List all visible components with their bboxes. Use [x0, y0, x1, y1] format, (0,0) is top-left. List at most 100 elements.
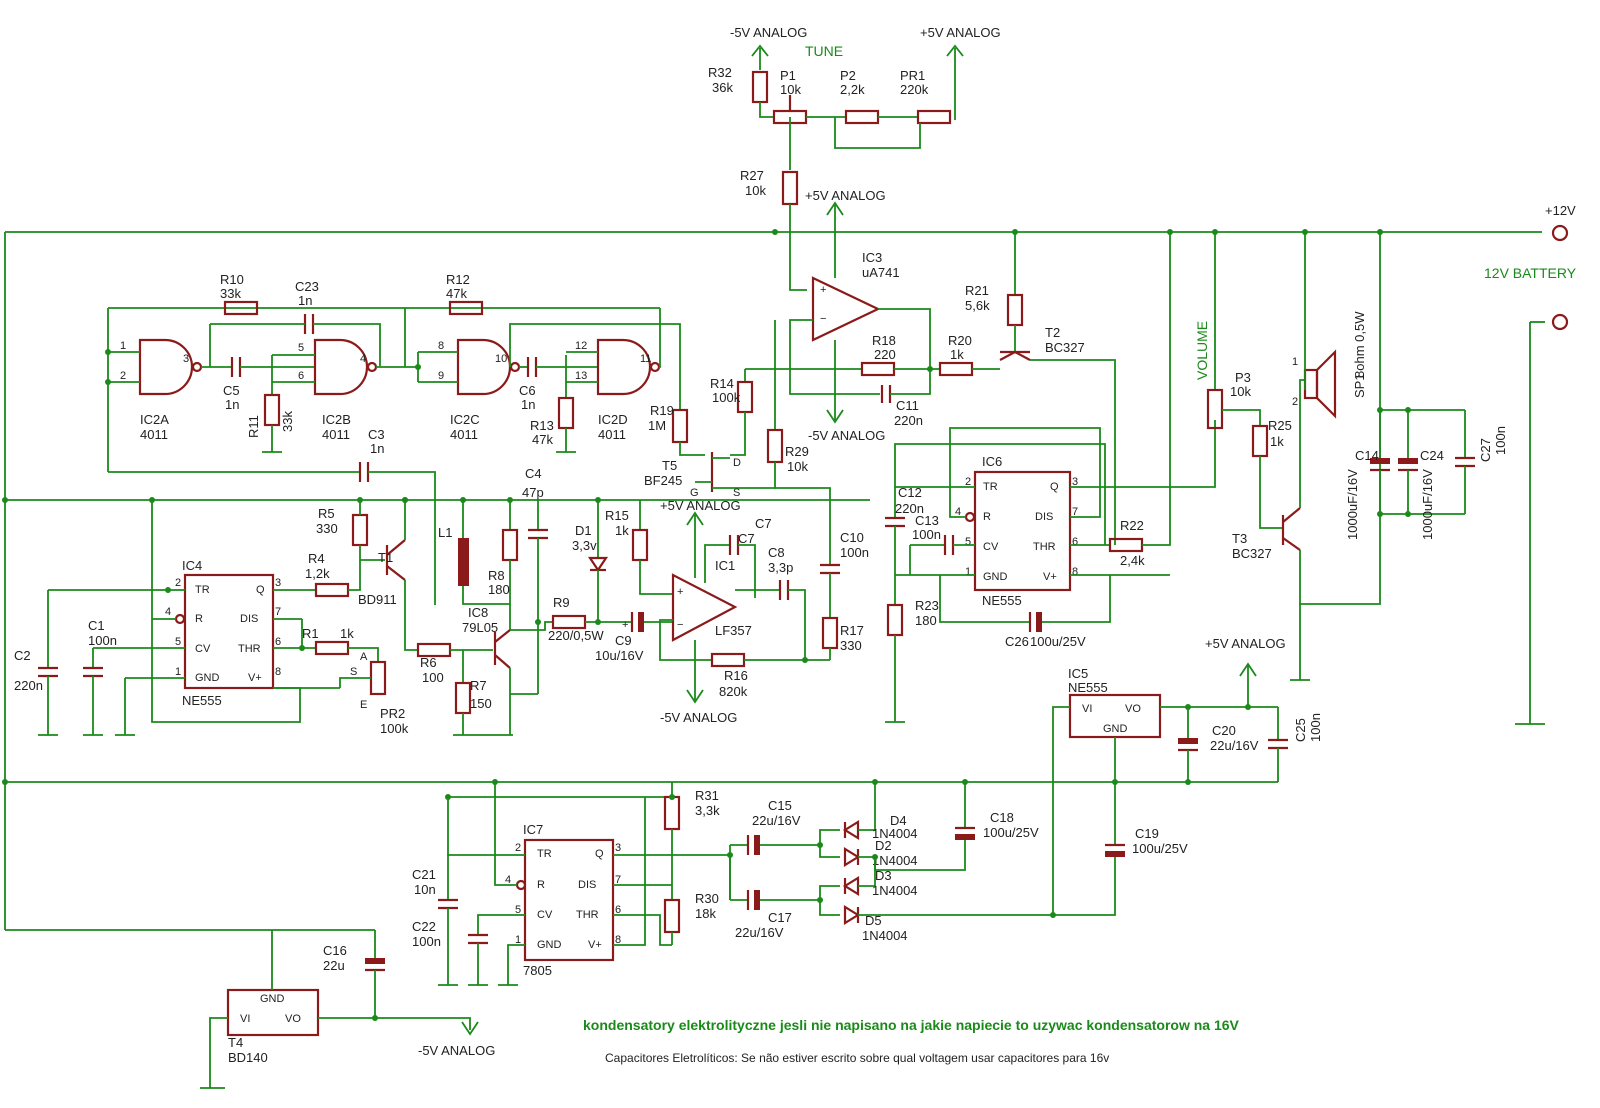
svg-text:220/0,5W: 220/0,5W [548, 628, 604, 643]
svg-text:T3: T3 [1232, 531, 1247, 546]
svg-text:R22: R22 [1120, 518, 1144, 533]
svg-text:10n: 10n [414, 882, 436, 897]
svg-text:IC4: IC4 [182, 558, 202, 573]
svg-text:R7: R7 [470, 678, 487, 693]
svg-text:BC327: BC327 [1045, 340, 1085, 355]
svg-text:GND: GND [983, 571, 1008, 583]
svg-text:R29: R29 [785, 444, 809, 459]
svg-text:220n: 220n [895, 501, 924, 516]
svg-text:+: + [820, 284, 826, 296]
svg-text:R16: R16 [724, 668, 748, 683]
svg-text:E: E [360, 699, 367, 711]
svg-text:3: 3 [615, 842, 621, 854]
battery-terminals[interactable]: +12V 12V BATTERY [1484, 203, 1577, 331]
svg-text:C24: C24 [1420, 448, 1444, 463]
svg-text:3,3v: 3,3v [572, 538, 597, 553]
svg-text:−: − [677, 619, 683, 631]
svg-text:C20: C20 [1212, 723, 1236, 738]
svg-text:100n: 100n [912, 527, 941, 542]
svg-text:C1: C1 [88, 618, 105, 633]
svg-text:100k: 100k [712, 390, 741, 405]
svg-text:79L05: 79L05 [462, 620, 498, 635]
svg-text:C26: C26 [1005, 634, 1029, 649]
t3-transistor: R21 5,6k T2 BC327 [965, 232, 1116, 545]
pr1-trimmer[interactable] [916, 109, 952, 125]
svg-text:1: 1 [965, 566, 971, 578]
svg-text:C22: C22 [412, 919, 436, 934]
svg-text:NE555: NE555 [1068, 680, 1108, 695]
svg-text:C3: C3 [368, 427, 385, 442]
svg-text:TR: TR [537, 848, 552, 860]
svg-text:100: 100 [422, 670, 444, 685]
svg-text:100n: 100n [1308, 713, 1323, 742]
svg-text:8ohm 0,5W: 8ohm 0,5W [1352, 311, 1367, 378]
svg-text:R32: R32 [708, 65, 732, 80]
svg-text:uA741: uA741 [862, 265, 900, 280]
svg-text:47p: 47p [522, 485, 544, 500]
svg-text:7805: 7805 [523, 963, 552, 978]
svg-text:8: 8 [438, 340, 444, 352]
svg-text:1k: 1k [1270, 434, 1284, 449]
svg-text:C13: C13 [915, 513, 939, 528]
svg-text:4: 4 [360, 353, 366, 365]
svg-text:R23: R23 [915, 598, 939, 613]
svg-text:1n: 1n [370, 441, 384, 456]
svg-text:2: 2 [1292, 396, 1298, 408]
svg-text:-5V ANALOG: -5V ANALOG [808, 428, 885, 443]
svg-text:1N4004: 1N4004 [872, 826, 918, 841]
svg-text:IC2C: IC2C [450, 412, 480, 427]
svg-text:100n: 100n [88, 633, 117, 648]
svg-text:3,3k: 3,3k [695, 803, 720, 818]
svg-text:1000uF/16V: 1000uF/16V [1345, 469, 1360, 540]
svg-text:4011: 4011 [450, 427, 478, 442]
svg-text:R10: R10 [220, 272, 244, 287]
ic8-regulator: GND VI VO T4 BD140 -5V ANALOG C16 22u [200, 929, 495, 1089]
volume-pot[interactable] [1206, 388, 1224, 430]
svg-text:10: 10 [495, 353, 507, 365]
svg-text:R15: R15 [605, 508, 629, 523]
svg-text:5: 5 [965, 536, 971, 548]
svg-text:CV: CV [983, 541, 999, 553]
svg-text:BC327: BC327 [1232, 546, 1272, 561]
svg-text:VI: VI [1082, 703, 1092, 715]
svg-text:C7: C7 [755, 516, 772, 531]
svg-text:C15: C15 [768, 798, 792, 813]
svg-text:C4: C4 [525, 466, 542, 481]
svg-text:100n: 100n [1493, 426, 1508, 455]
svg-text:C18: C18 [990, 810, 1014, 825]
svg-text:+5V ANALOG: +5V ANALOG [660, 498, 741, 513]
svg-text:1n: 1n [225, 397, 239, 412]
ic4-network: R5 330 R4 1,2k T1 BD911 R1 1k S E A PR2 [273, 497, 418, 736]
svg-text:C17: C17 [768, 910, 792, 925]
svg-text:IC3: IC3 [862, 250, 882, 265]
svg-text:G: G [690, 487, 699, 499]
svg-text:T2: T2 [1045, 325, 1060, 340]
svg-text:R6: R6 [420, 655, 437, 670]
svg-text:330: 330 [316, 521, 338, 536]
svg-text:10k: 10k [787, 459, 808, 474]
svg-text:2: 2 [120, 370, 126, 382]
svg-text:-5V ANALOG: -5V ANALOG [418, 1043, 495, 1058]
svg-text:5: 5 [515, 904, 521, 916]
svg-text:2,4k: 2,4k [1120, 553, 1145, 568]
svg-text:VO: VO [285, 1013, 301, 1025]
svg-text:P3: P3 [1235, 370, 1251, 385]
pr2-trimmer[interactable] [369, 660, 387, 696]
l1-coil [458, 538, 469, 586]
svg-text:R31: R31 [695, 788, 719, 803]
svg-text:4011: 4011 [598, 427, 626, 442]
svg-text:3: 3 [183, 353, 189, 365]
svg-text:R20: R20 [948, 333, 972, 348]
svg-text:VOLUME: VOLUME [1194, 321, 1210, 380]
svg-text:4: 4 [955, 506, 961, 518]
svg-text:1000uF/16V: 1000uF/16V [1420, 469, 1435, 540]
svg-text:SP1: SP1 [1352, 373, 1367, 398]
feedback-network: R18 220 R20 1k C11 220n R14 100k R29 10k [710, 320, 1000, 489]
svg-text:+5V ANALOG: +5V ANALOG [805, 188, 886, 203]
junctions [2, 229, 1411, 918]
svg-text:7: 7 [1072, 506, 1078, 518]
battery-label: 12V BATTERY [1484, 265, 1577, 281]
p2-pot[interactable] [844, 109, 880, 125]
